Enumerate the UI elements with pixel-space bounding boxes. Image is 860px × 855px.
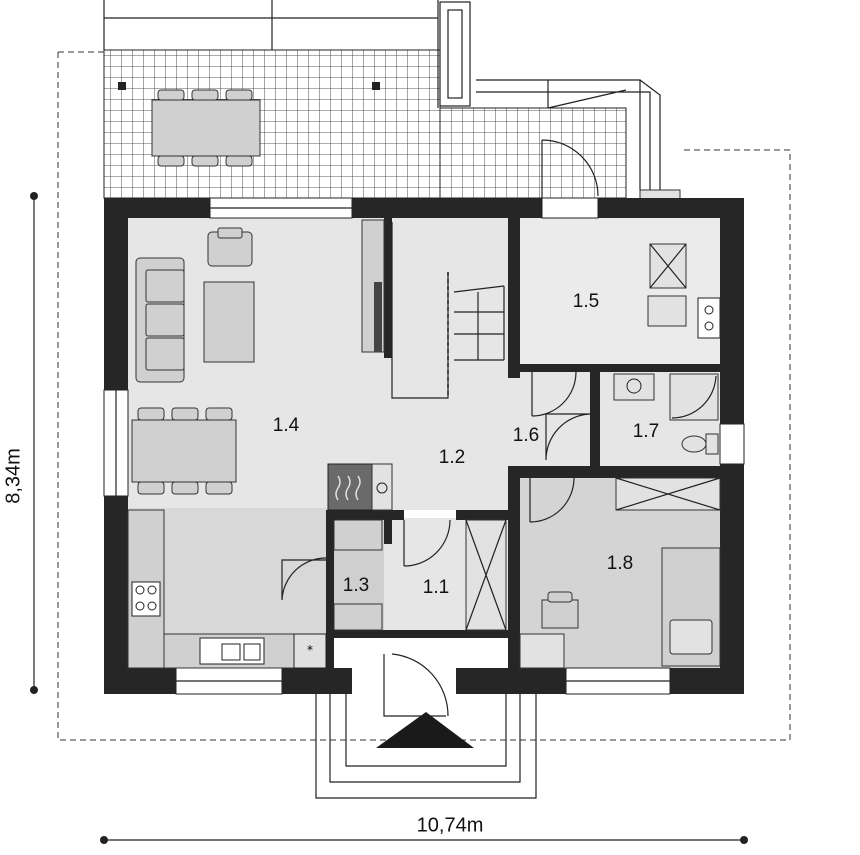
height-dimension-label: 8,34m bbox=[2, 448, 24, 504]
room-label-1-7: 1.7 bbox=[633, 421, 659, 442]
bedroom bbox=[519, 477, 721, 669]
openings bbox=[103, 197, 745, 695]
roof-outline bbox=[57, 51, 791, 741]
width-dimension-label: 10,74m bbox=[417, 814, 484, 836]
living-furniture bbox=[131, 219, 505, 511]
kitchen: * bbox=[127, 509, 327, 669]
room-label-1-8: 1.8 bbox=[607, 553, 633, 574]
svg-text:*: * bbox=[307, 643, 313, 657]
utility-room bbox=[541, 139, 721, 339]
room-label-1-5: 1.5 bbox=[573, 291, 599, 312]
room-label-1-3: 1.3 bbox=[343, 575, 369, 596]
bathroom bbox=[531, 371, 719, 461]
dimension-lines bbox=[30, 192, 748, 844]
room-label-1-4: 1.4 bbox=[273, 415, 300, 436]
entrance-porch bbox=[315, 653, 537, 799]
hall-details bbox=[333, 519, 507, 631]
terrace-dining-table bbox=[151, 89, 261, 167]
room-label-1-2: 1.2 bbox=[439, 447, 465, 468]
room-label-1-6: 1.6 bbox=[513, 425, 539, 446]
room-label-1-1: 1.1 bbox=[423, 577, 449, 598]
entrance-arrow bbox=[376, 712, 474, 748]
